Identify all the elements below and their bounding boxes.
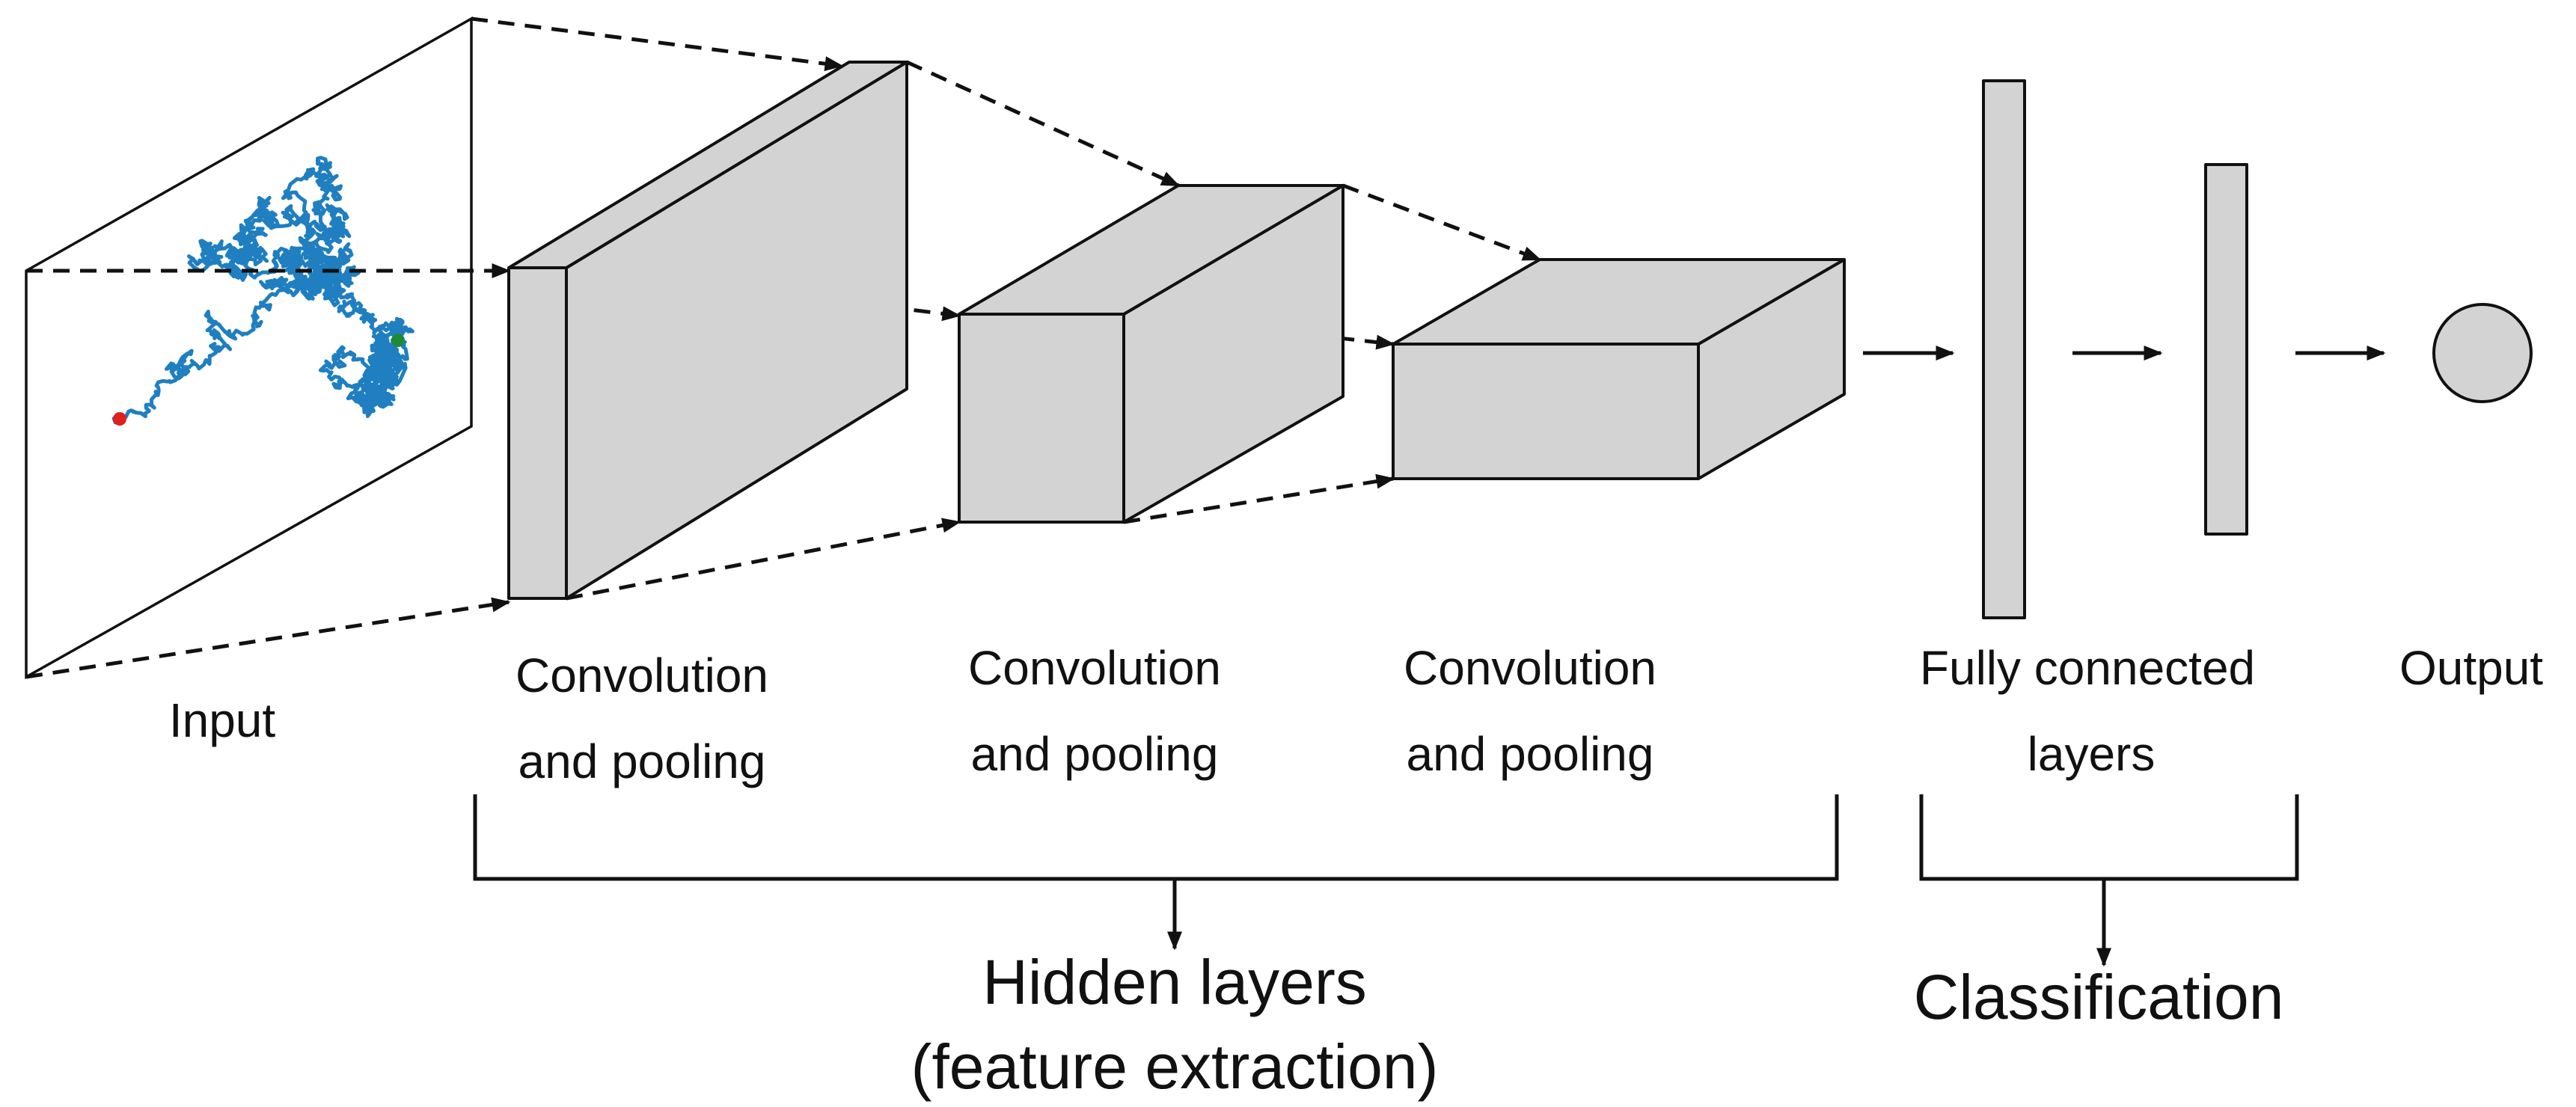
classification-brace (1919, 794, 2299, 967)
hidden-layers-brace (473, 794, 1839, 951)
end-marker (391, 334, 405, 347)
conv2-label-line2: and pooling (971, 727, 1219, 781)
conv-block-1 (507, 61, 908, 600)
conv-block-2-front (958, 313, 1125, 524)
fc-label-line1: Fully connected (1920, 641, 2255, 695)
output-node (2432, 303, 2533, 403)
hidden-layers-title: Hidden layers (982, 947, 1367, 1017)
fc-label-line2: layers (2028, 727, 2156, 781)
conv3-label-line1: Convolution (1404, 641, 1656, 695)
conv1-label-line2: and pooling (518, 735, 766, 788)
conv1-label-line1: Convolution (515, 648, 768, 702)
input-to-conv1-connectors (25, 16, 844, 679)
conv2-label-line1: Convolution (968, 641, 1221, 695)
conv-block-1-front (507, 266, 568, 600)
conv-block-2 (958, 184, 1344, 524)
output-label: Output (2399, 641, 2543, 695)
random-walk-trajectory (111, 156, 414, 425)
hidden-layers-subtitle: (feature extraction) (911, 1031, 1439, 1102)
classification-title: Classification (1914, 962, 2284, 1032)
conv-block-3 (1392, 258, 1846, 480)
fc-layer-1 (1982, 79, 2026, 619)
conv-block-3-front (1392, 343, 1700, 480)
fc-layer-2 (2204, 163, 2248, 536)
start-marker (113, 412, 126, 426)
input-panel (25, 16, 473, 679)
input-label: Input (169, 693, 276, 747)
conv3-label-line2: and pooling (1407, 727, 1654, 781)
